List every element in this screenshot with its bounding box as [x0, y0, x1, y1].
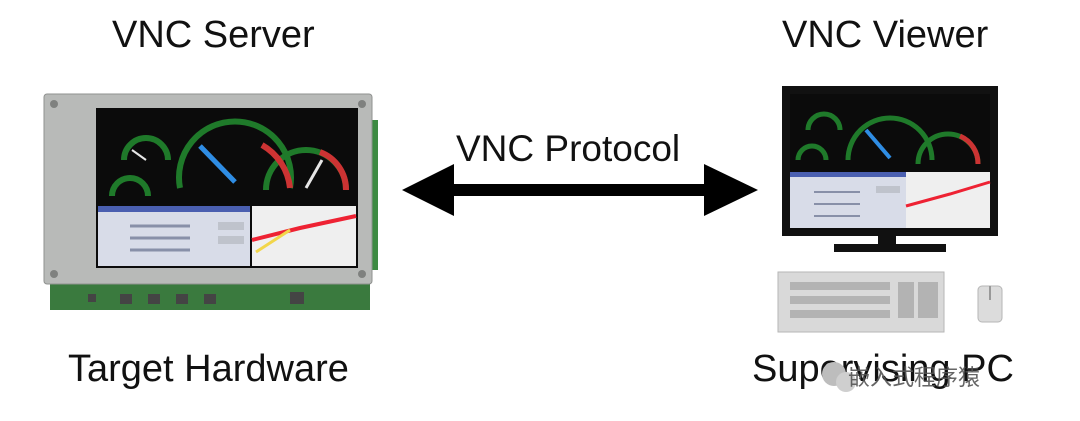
watermark: 嵌入式程序猿: [848, 366, 981, 391]
keyboard-icon: [777, 271, 945, 333]
embedded-device-icon: [43, 93, 378, 310]
vnc-protocol-label: VNC Protocol: [456, 128, 681, 169]
vnc-viewer-title: VNC Viewer: [782, 14, 989, 56]
monitor-icon: [782, 86, 998, 252]
vnc-server-title: VNC Server: [112, 14, 315, 56]
double-arrow-icon: [402, 164, 758, 216]
supervising-pc-label: Supervising PC: [752, 348, 1014, 390]
wechat-icon: [822, 362, 856, 392]
mouse-icon: [977, 285, 1003, 323]
target-hardware-label: Target Hardware: [68, 348, 349, 390]
